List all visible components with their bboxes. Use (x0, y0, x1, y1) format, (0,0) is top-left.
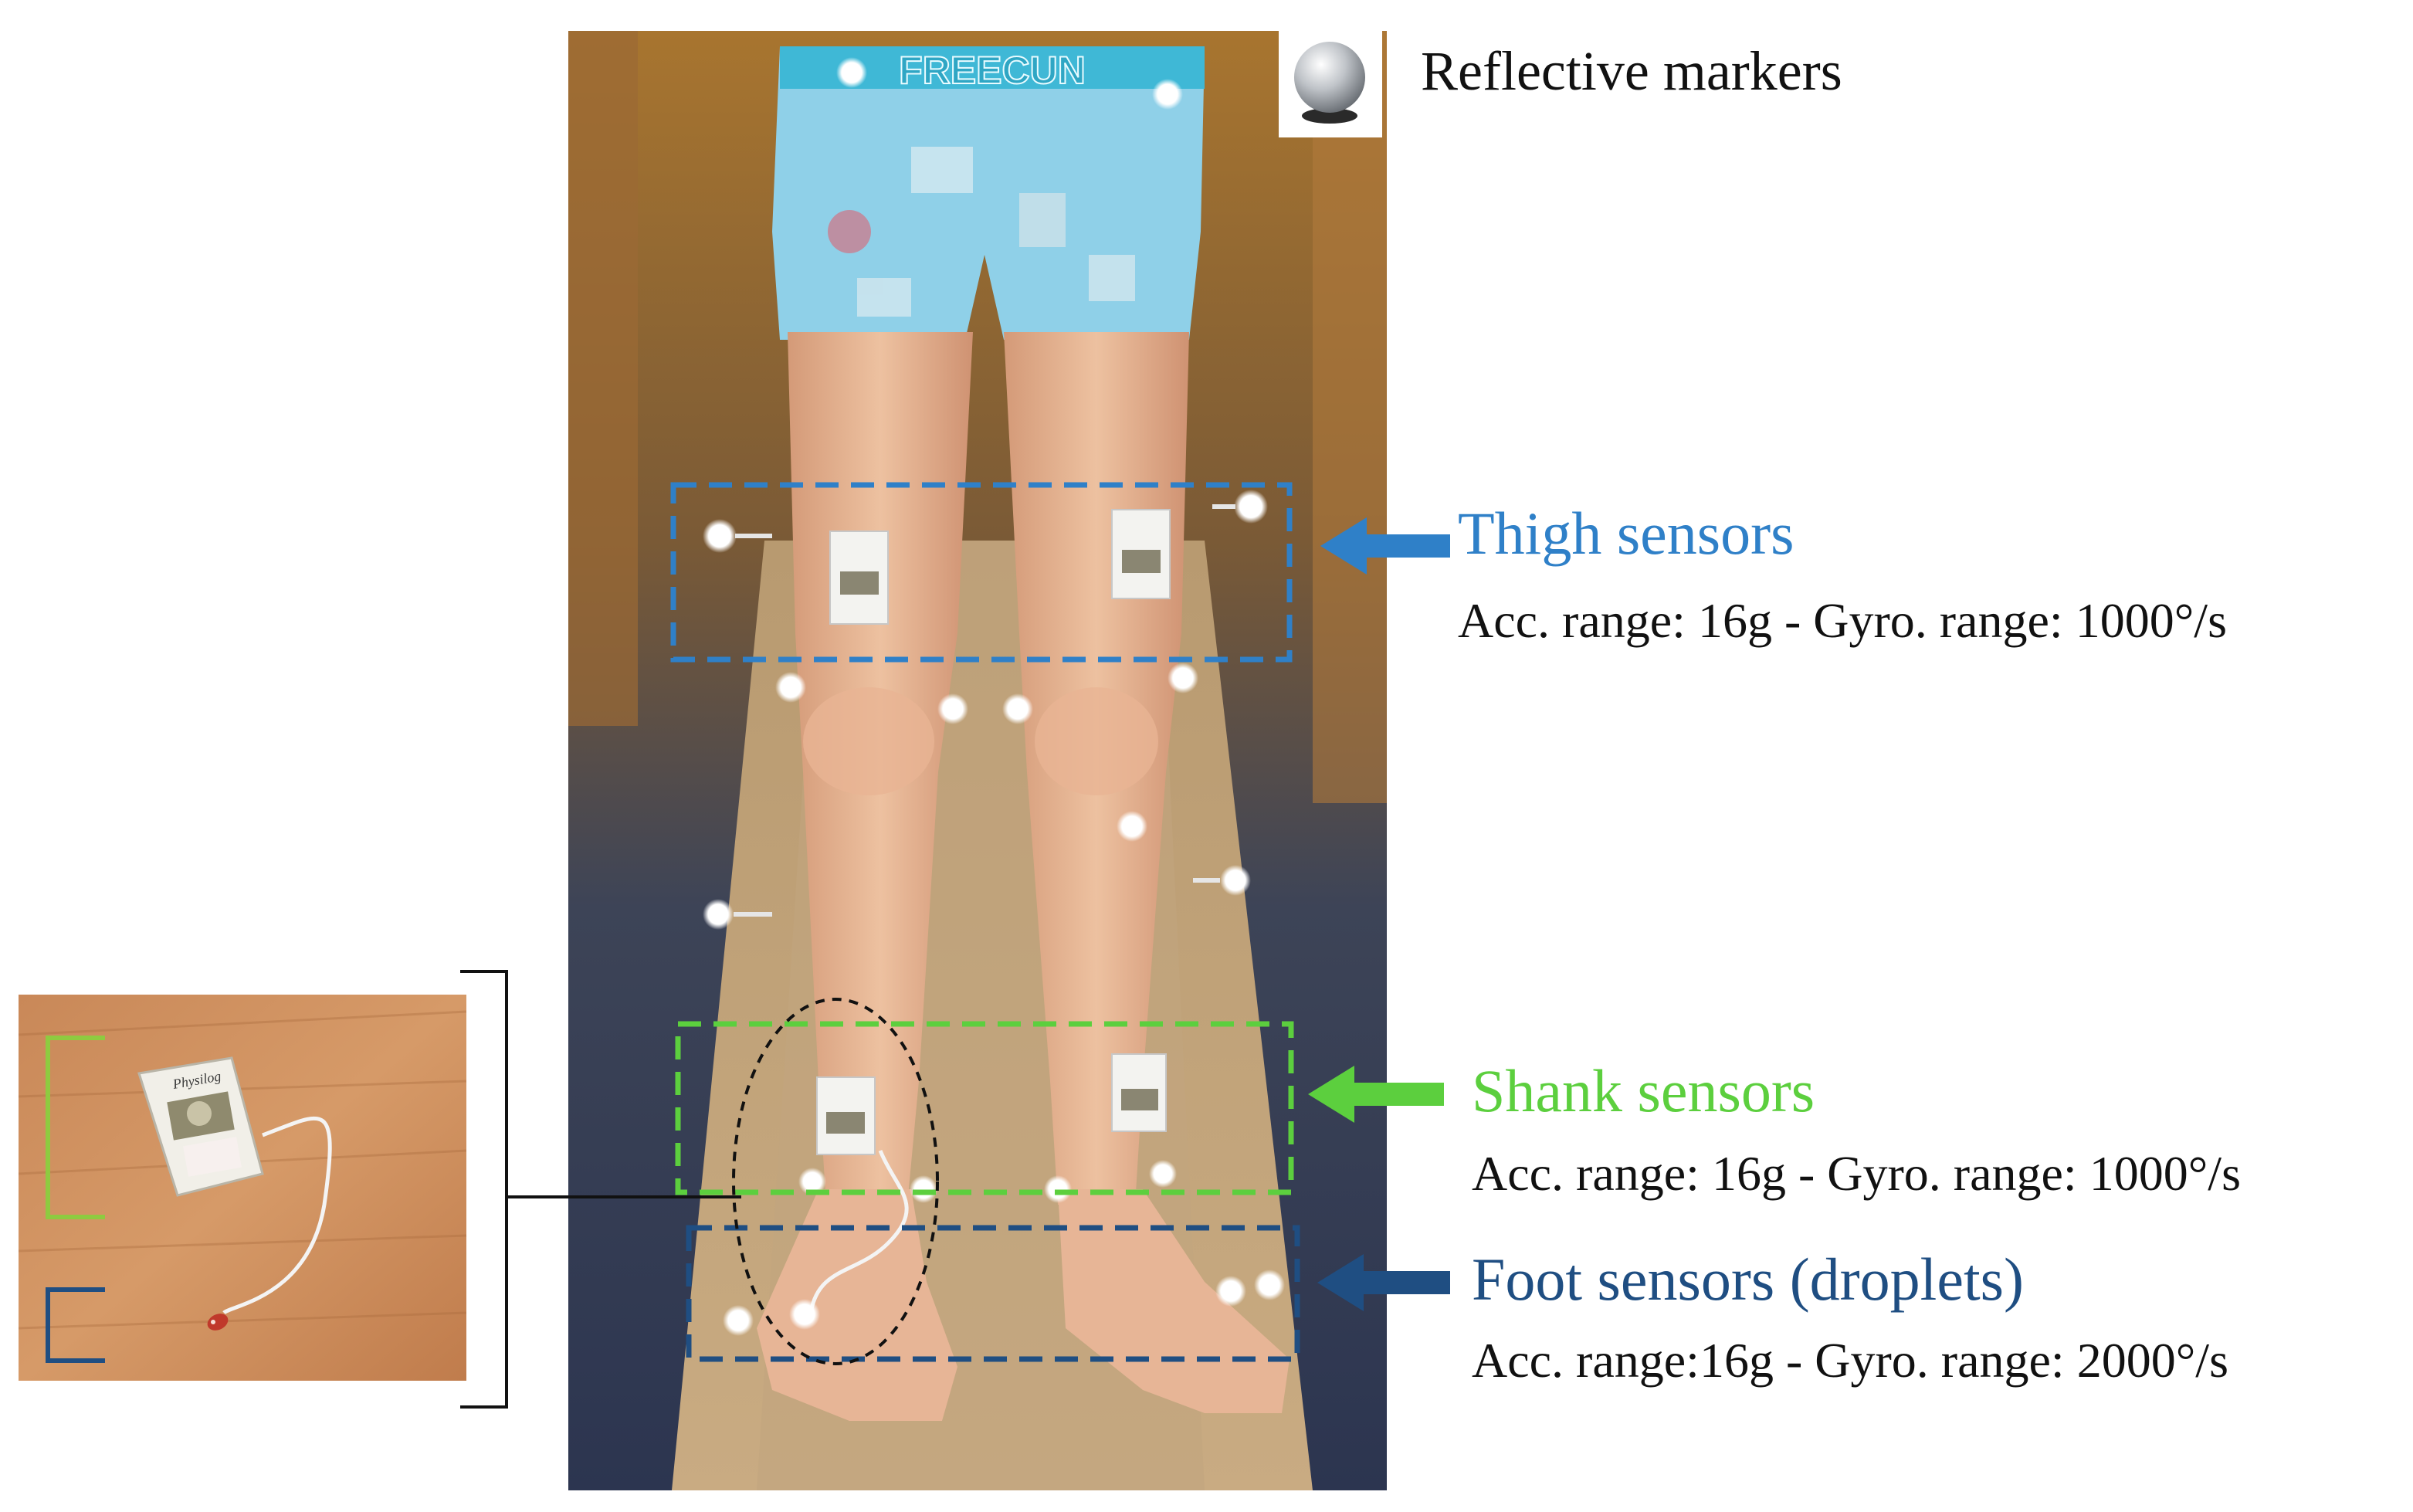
shank-sensor-device-left (816, 1076, 876, 1155)
thigh-region-box (670, 482, 1293, 663)
foot-region-box (686, 1225, 1300, 1362)
marker (703, 519, 737, 553)
marker (1254, 1270, 1285, 1300)
inset-bracket (460, 970, 508, 1409)
foot-sensors-title: Foot sensors (droplets) (1472, 1246, 2024, 1313)
marker (1168, 663, 1198, 693)
marker (1234, 490, 1268, 524)
reflective-markers-legend-label: Reflective markers (1421, 40, 1842, 102)
foot-device-bracket (46, 1287, 105, 1363)
marker (723, 1305, 754, 1336)
sensor-cable (808, 1150, 909, 1314)
foot-arrow (1317, 1254, 1450, 1311)
marker (836, 57, 867, 88)
marker (789, 1299, 820, 1330)
marker (910, 1175, 937, 1203)
sensor-pair-ellipse (732, 998, 939, 1365)
shank-sensors-spec: Acc. range: 16g - Gyro. range: 1000°/s (1472, 1146, 2241, 1201)
shank-sensor-device-right (1111, 1053, 1167, 1132)
foot-sensors-spec: Acc. range:16g - Gyro. range: 2000°/s (1472, 1333, 2228, 1388)
marker (1220, 865, 1251, 896)
thigh-sensor-device-left (829, 531, 889, 625)
marker (1215, 1276, 1246, 1307)
droplet-sensor (207, 1314, 229, 1331)
marker (1044, 1175, 1072, 1203)
shank-arrow (1308, 1066, 1444, 1123)
marker (1149, 1160, 1177, 1188)
thigh-sensors-spec: Acc. range: 16g - Gyro. range: 1000°/s (1458, 593, 2227, 648)
reflective-marker-icon (1279, 31, 1382, 137)
physilog-device: Physilog (137, 1056, 264, 1197)
shank-sensors-title: Shank sensors (1472, 1057, 1815, 1124)
marker (937, 693, 968, 724)
marker (703, 899, 734, 930)
thigh-sensor-device-right (1111, 509, 1171, 599)
marker (1002, 693, 1033, 724)
thigh-sensors-title: Thigh sensors (1458, 500, 1794, 567)
thigh-arrow (1320, 517, 1450, 575)
shank-region-box (675, 1021, 1294, 1195)
waistband-text: FREECUN (899, 49, 1086, 92)
marker (798, 1168, 826, 1195)
shank-device-bracket (46, 1036, 105, 1219)
subject-photo: FREECUN (568, 31, 1387, 1490)
marker (1117, 811, 1147, 842)
marker (1152, 79, 1183, 110)
reflective-markers (703, 57, 1285, 1336)
device-inset-photo: Physilog (18, 995, 467, 1381)
marker (775, 672, 806, 703)
